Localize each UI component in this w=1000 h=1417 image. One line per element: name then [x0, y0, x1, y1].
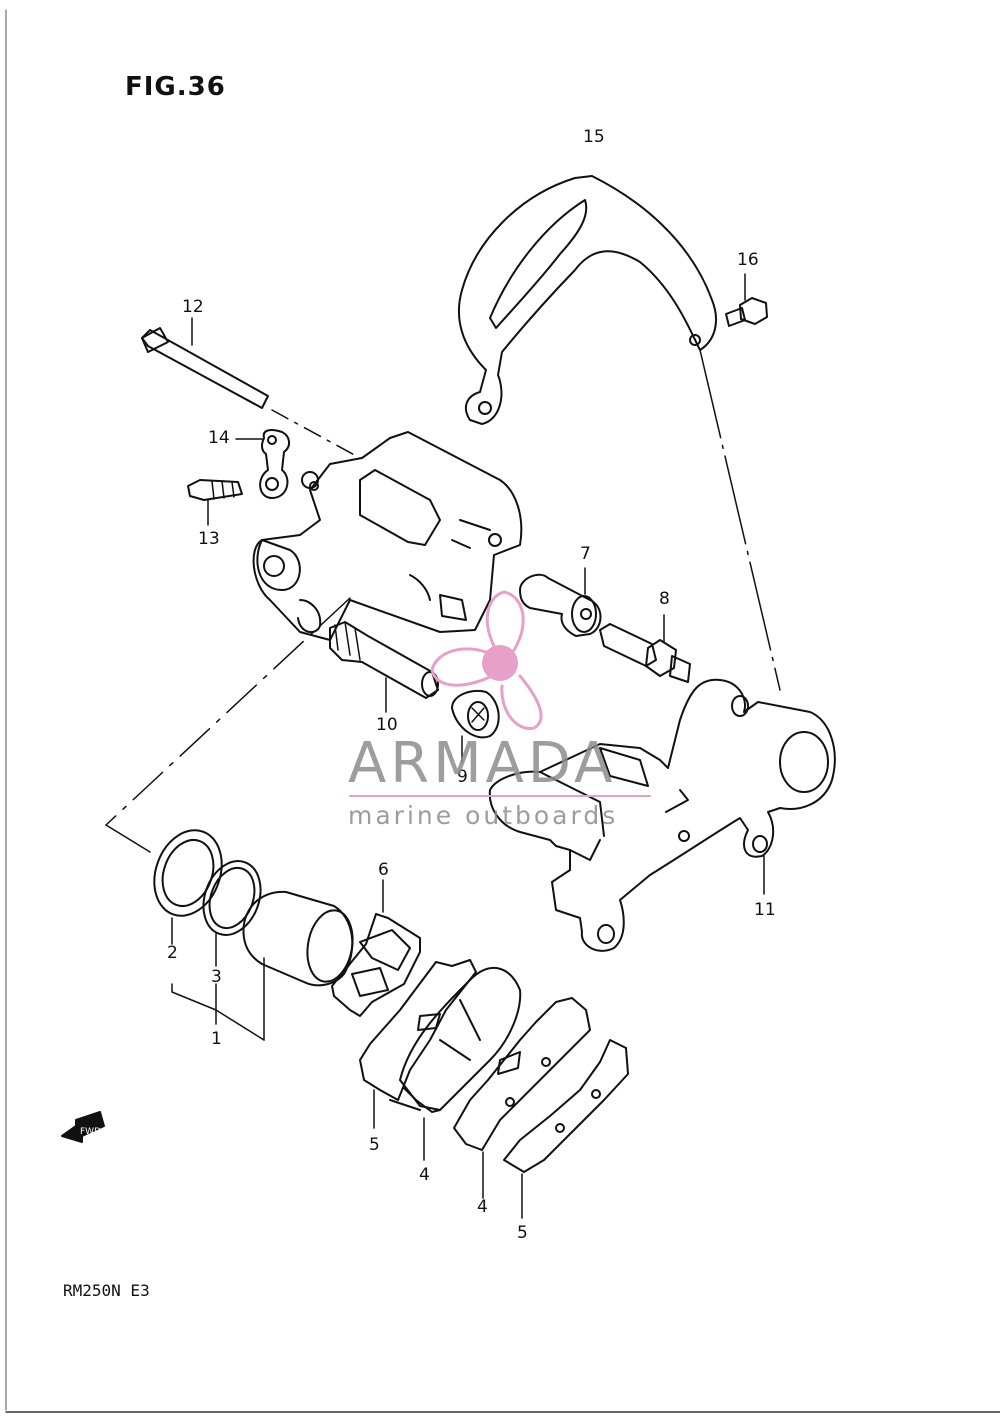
callout-5-right: 5	[517, 1223, 528, 1243]
callout-2: 2	[167, 943, 178, 963]
callout-3: 3	[211, 967, 222, 987]
part-10-slide-pin	[329, 621, 439, 713]
callout-4-right: 4	[477, 1197, 488, 1217]
part-5-shim-right	[503, 1039, 629, 1219]
callout-12: 12	[182, 297, 204, 317]
callout-4-left: 4	[419, 1165, 430, 1185]
part-4-pad-right	[453, 997, 591, 1199]
callout-13: 13	[198, 529, 220, 549]
callout-14: 14	[208, 428, 230, 448]
callout-11: 11	[754, 900, 776, 920]
fwd-label: FWD	[80, 1127, 101, 1137]
armada-watermark: ARMADA marine outboards	[348, 590, 651, 830]
caliper-mounting-bracket	[488, 349, 836, 952]
propeller-hub-icon	[482, 645, 518, 681]
part-13-bleeder	[187, 479, 243, 526]
callout-16: 16	[737, 250, 759, 270]
part-7-bushing	[519, 567, 602, 637]
part-9-boot	[451, 689, 500, 763]
part-15-bracket	[457, 175, 717, 425]
callout-9: 9	[457, 767, 468, 787]
part-4-pad-left	[389, 967, 522, 1161]
part-14-cap	[235, 429, 290, 499]
callout-7: 7	[580, 544, 591, 564]
callout-15: 15	[583, 127, 605, 147]
model-code: RM250N E3	[63, 1281, 150, 1300]
part-16-bolt	[725, 273, 768, 327]
part-1-piston	[171, 890, 354, 1041]
watermark-brand: ARMADA	[348, 731, 616, 796]
callout-5-left: 5	[369, 1135, 380, 1155]
part-5-shim-left	[359, 959, 477, 1129]
part-3-seal	[202, 860, 262, 967]
callout-10: 10	[376, 715, 398, 735]
callout-6: 6	[378, 860, 389, 880]
callout-1: 1	[211, 1029, 222, 1049]
fwd-arrow-icon: FWD	[61, 1111, 105, 1143]
part-12-pin	[141, 317, 361, 459]
figure-title: FIG.36	[125, 72, 226, 102]
part-8-bolt	[599, 614, 691, 683]
propeller-logo-icon	[430, 590, 543, 730]
part-6-shim	[331, 879, 421, 1017]
callout-8: 8	[659, 589, 670, 609]
watermark-tagline: marine outboards	[348, 801, 618, 830]
